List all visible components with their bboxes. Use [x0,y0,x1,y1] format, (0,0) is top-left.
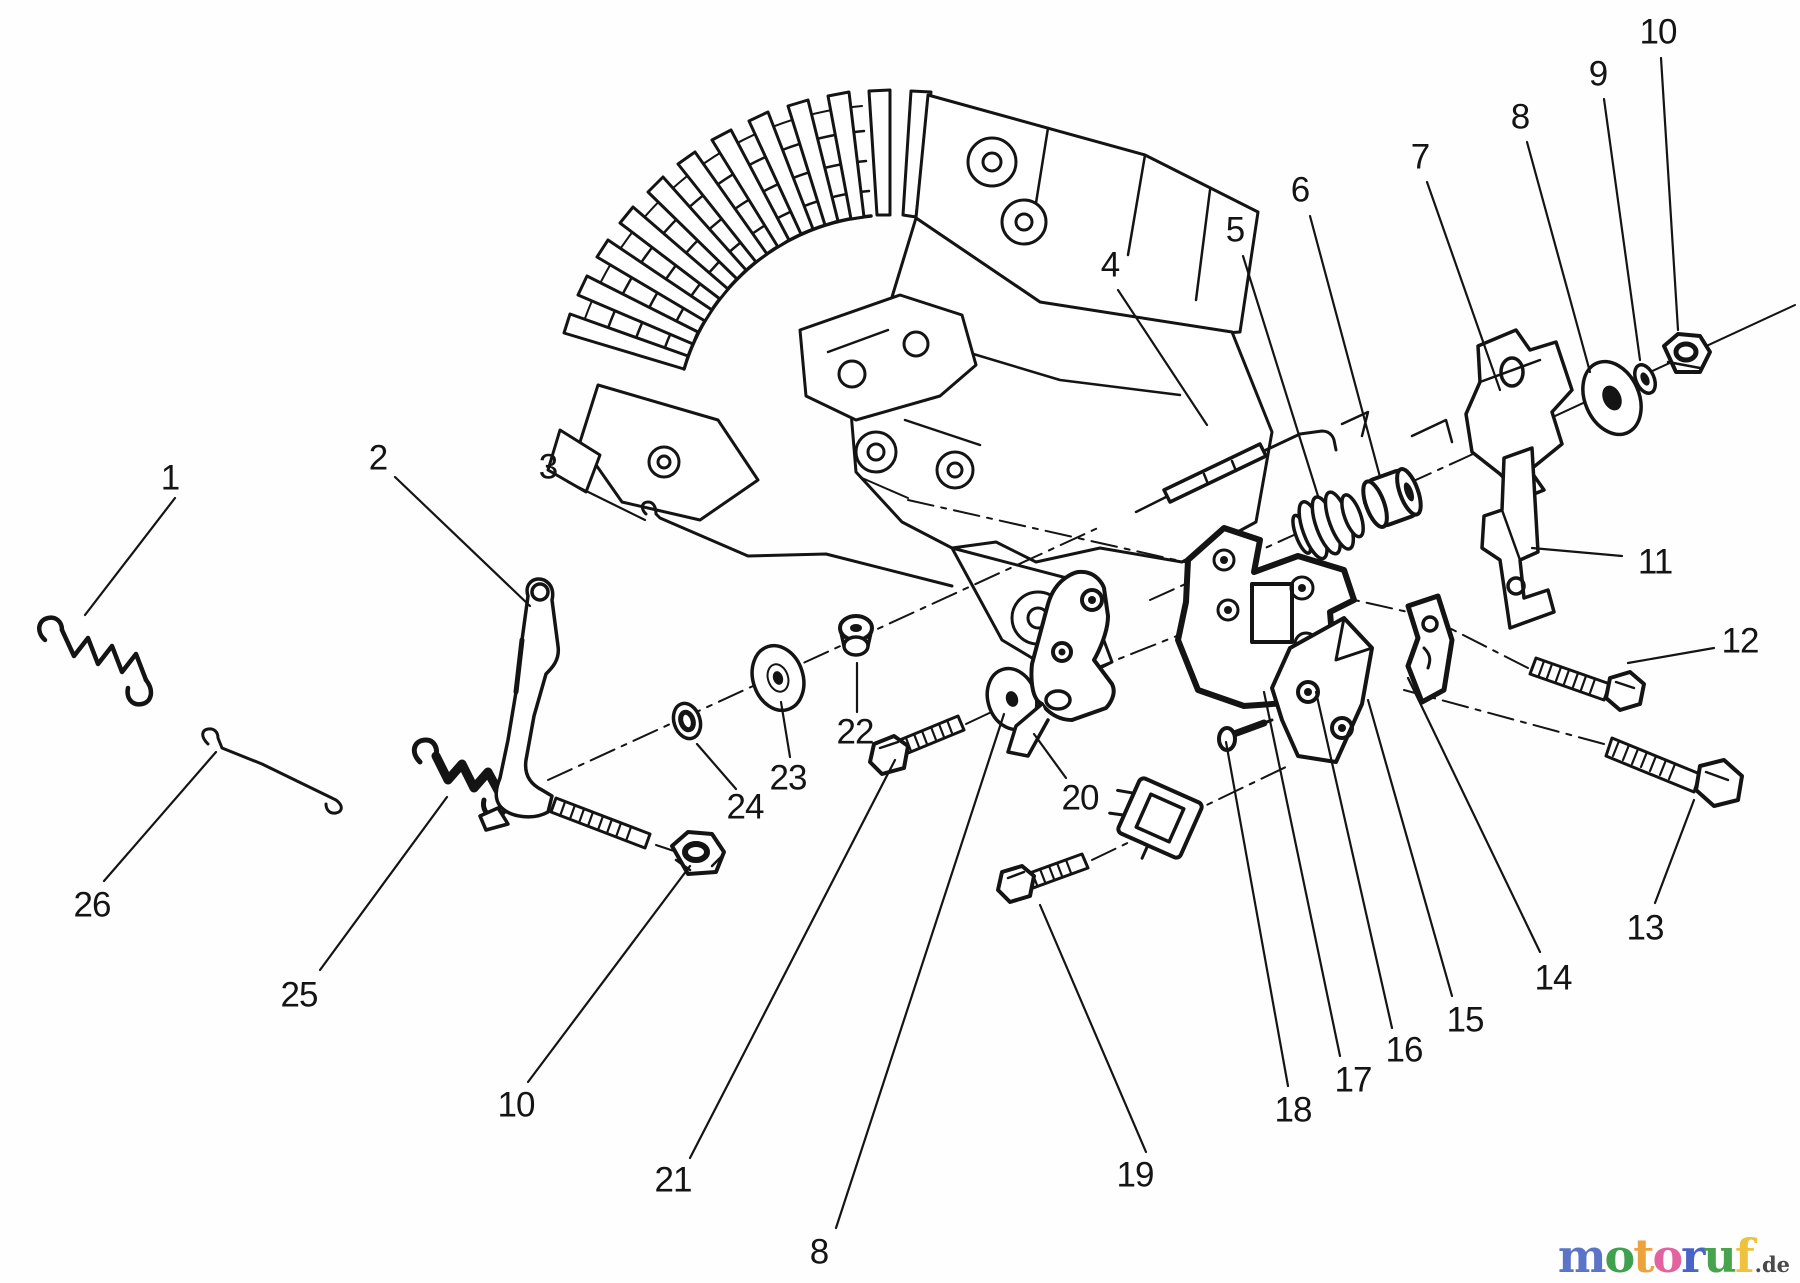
callout-16: 16 [1385,1030,1424,1070]
watermark-letter: r [1681,1229,1705,1283]
leader-25 [318,795,449,972]
callout-8-bottom: 8 [809,1232,829,1272]
part-governor-lever-20 [1006,569,1116,758]
part-bolt-19 [996,852,1090,904]
engine-cylinder-fins [562,88,933,371]
leader-23 [779,700,792,759]
callout-20: 20 [1061,778,1100,818]
leader-7 [1425,180,1502,392]
part-nut-10-top [1662,332,1712,374]
leader-8-top [1525,140,1592,374]
callout-3: 3 [538,447,558,487]
watermark-letter: m [1557,1229,1607,1283]
part-locknut-10-bottom [670,830,726,876]
watermark-letters: motoruf [1557,1229,1755,1283]
callout-18: 18 [1274,1090,1313,1130]
part-clamp-16 [1108,776,1204,860]
watermark-letter: o [1604,1229,1636,1283]
leader-18 [1224,740,1290,1088]
part-washer-8-bottom [985,666,1039,732]
callout-5: 5 [1225,210,1245,250]
part-ring-9 [1633,363,1657,395]
part-throttle-lever-2 [478,577,561,832]
watermark-letter: u [1703,1229,1736,1283]
part-spring-1 [37,615,154,707]
callout-10-top: 10 [1639,12,1678,52]
part-washer-24 [671,701,703,741]
part-governor-rod-3 [640,500,954,588]
leader-26 [102,750,218,883]
part-bolt-21 [868,714,966,776]
watermark-letter: f [1734,1229,1755,1283]
leader-21 [688,758,897,1160]
callout-25: 25 [280,975,319,1015]
part-bushing-6 [1361,467,1423,529]
leader-17 [1262,690,1342,1058]
leader-10-bottom [526,864,692,1084]
leader-3 [566,480,647,522]
leader-10-top [1659,56,1680,332]
part-washer-23 [750,643,806,713]
leader-20 [1032,732,1068,780]
watermark-logo: motoruf.de [1558,1233,1790,1279]
leader-9 [1602,97,1642,362]
callout-14: 14 [1534,958,1573,998]
leader-16 [1314,690,1394,1030]
callout-9: 9 [1588,54,1608,94]
callout-6: 6 [1290,170,1310,210]
part-hook-bracket-11 [1480,446,1556,630]
callout-19: 19 [1116,1155,1155,1195]
leader-5 [1241,254,1320,498]
callout-11: 11 [1637,542,1673,582]
callout-13: 13 [1626,908,1665,948]
part-spacer-22 [838,614,874,657]
leader-11 [1530,546,1624,558]
callout-4: 4 [1100,245,1120,285]
part-cable-4 [1134,410,1454,514]
part-clevis-15 [1405,593,1455,705]
leader-6 [1308,214,1382,479]
callout-17: 17 [1334,1060,1373,1100]
engine-cylinder-head [914,93,1260,340]
part-bolt-13 [1604,736,1744,808]
leader-8-bottom [834,712,1006,1230]
leader-19 [1038,903,1148,1154]
leader-1 [83,496,177,617]
callout-22: 22 [836,712,875,752]
leader-2 [393,475,532,608]
part-spring-25 [411,737,509,819]
callout-10-bottom: 10 [497,1085,536,1125]
watermark-letter: o [1652,1229,1683,1283]
leader-24 [695,742,738,791]
part-lever-bracket-7 [1464,328,1574,500]
watermark-letter: t [1633,1229,1654,1283]
leader-12 [1626,646,1716,665]
callout-26: 26 [73,885,112,925]
callout-24: 24 [726,787,765,827]
callout-15: 15 [1446,1000,1485,1040]
callout-1: 1 [160,458,180,498]
callout-2: 2 [368,438,388,478]
part-wire-rod-26 [201,727,343,815]
part-bolt-12 [1528,656,1646,712]
callout-12: 12 [1721,621,1760,661]
leader-4 [1116,288,1209,427]
engine-muffler-bracket [798,293,978,422]
engine-heat-shield [546,383,760,522]
callout-21: 21 [654,1160,693,1200]
part-plate-14 [1270,616,1374,764]
callout-23: 23 [769,758,808,798]
part-lever-stud-2 [549,796,652,850]
part-spring-seat-5 [1291,490,1365,561]
callout-7: 7 [1410,137,1430,177]
part-washer-8-top [1581,359,1643,437]
leader-14 [1406,676,1542,954]
leader-15 [1366,698,1454,998]
leader-13 [1653,798,1696,905]
callout-leader-lines [83,56,1716,1230]
callout-8-top: 8 [1510,97,1530,137]
watermark-suffix: .de [1754,1252,1790,1277]
